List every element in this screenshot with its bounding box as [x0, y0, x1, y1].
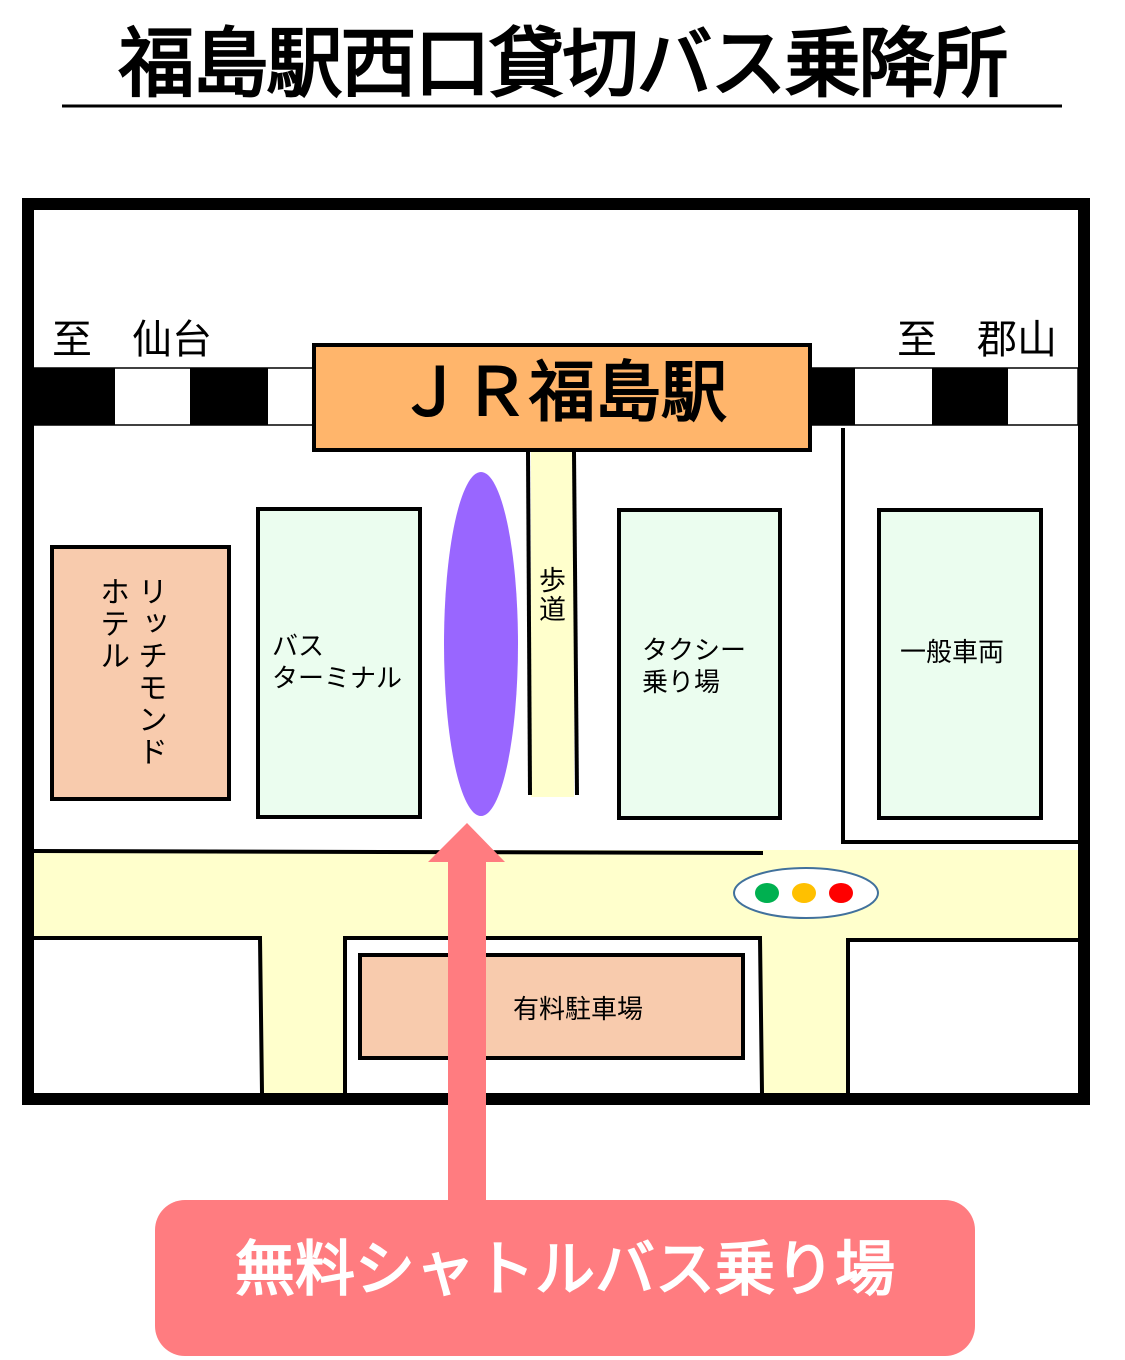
- traffic-signal-icon: [733, 867, 879, 919]
- hotel-label-line1: リッチモンド: [132, 576, 167, 768]
- hotel-label-line2: ホテル: [94, 576, 129, 672]
- direction-sendai: 至 仙台: [52, 317, 212, 363]
- page-title: 福島駅西口貸切バス乗降所: [118, 19, 1009, 108]
- bus-terminal-label-line1: バス: [272, 632, 325, 662]
- arrow-up-icon: [428, 823, 505, 1210]
- sidewalk: [531, 452, 574, 797]
- sidewalk-label: 歩道: [534, 566, 565, 624]
- shuttle-callout: [155, 1200, 975, 1356]
- shuttle-stop-label: 無料シャトルバス乗り場: [235, 1235, 895, 1305]
- sidewalk-edge: [526, 451, 532, 796]
- general-vehicle-area: [877, 508, 1043, 820]
- road: [33, 428, 1078, 1094]
- taxi-stand-area: [617, 508, 782, 820]
- station-label: ＪＲ福島駅: [397, 354, 727, 431]
- taxi-label-line1: タクシー: [642, 636, 747, 666]
- bus-terminal-label-line2: ターミナル: [272, 664, 403, 694]
- general-vehicle-label: 一般車両: [900, 638, 1005, 668]
- jr-station-building: [312, 343, 812, 452]
- bus-terminal-building: [256, 507, 422, 819]
- direction-koriyama: 至 郡山: [897, 317, 1057, 363]
- parking-label: 有料駐車場: [513, 995, 644, 1025]
- hotel-building: [50, 545, 231, 801]
- sidewalk-edge: [572, 451, 579, 796]
- charter-bus-stop-marker: [444, 472, 518, 816]
- parking-lot: [358, 953, 745, 1060]
- taxi-label-line2: 乗り場: [642, 668, 721, 698]
